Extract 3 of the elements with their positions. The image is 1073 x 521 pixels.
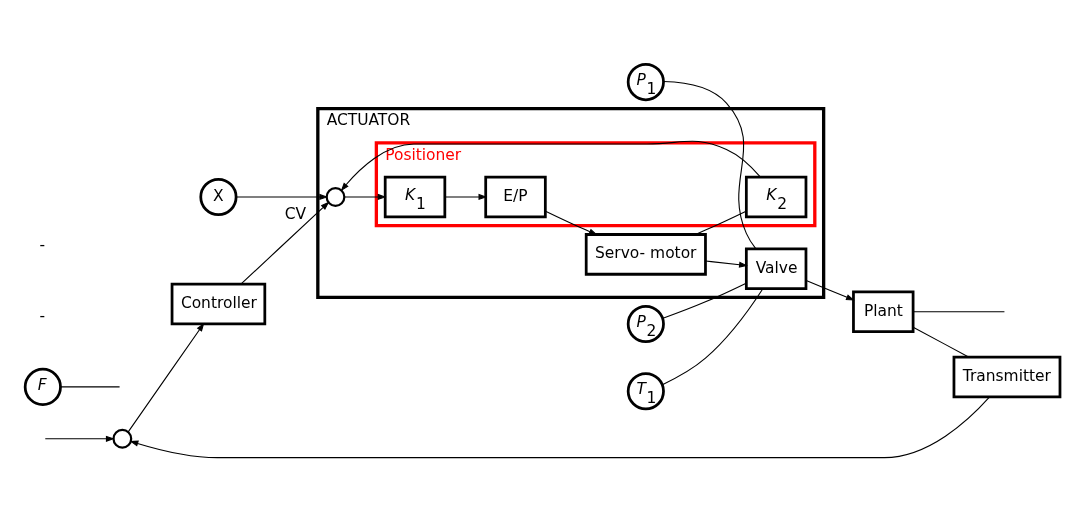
label: - [39, 235, 46, 254]
label: - [39, 306, 46, 325]
edge-label: CV [284, 204, 307, 223]
